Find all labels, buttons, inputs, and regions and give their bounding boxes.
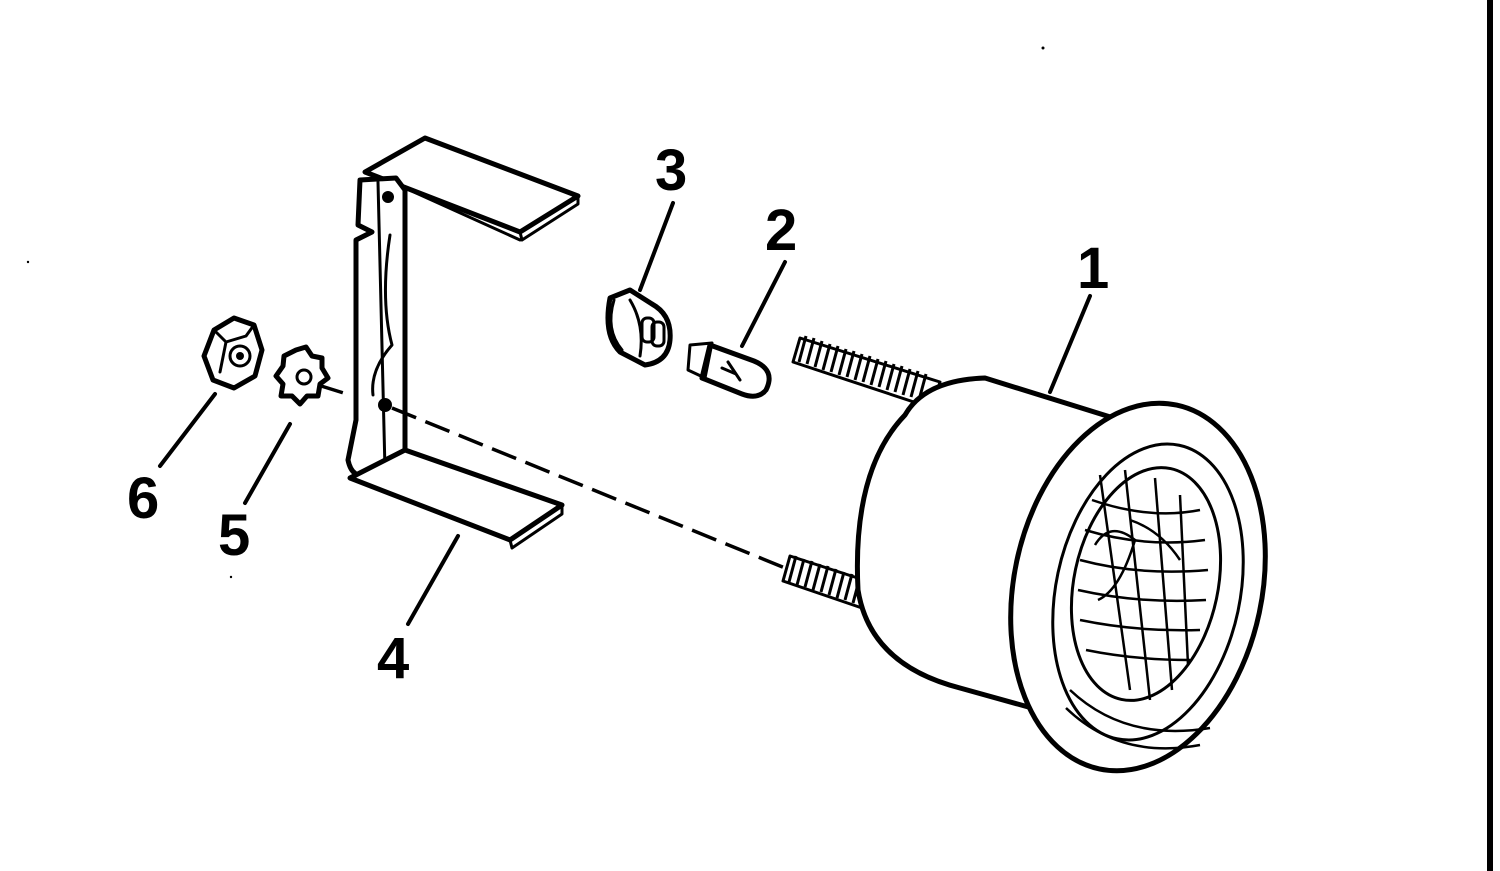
speck: [26, 260, 30, 264]
leader-2: [740, 260, 787, 348]
gauge-face: [1069, 466, 1223, 702]
callout-5: 5: [218, 503, 250, 568]
part-5-lock-washer: [273, 344, 331, 407]
leader-6: [158, 392, 217, 468]
leader-4: [406, 534, 460, 626]
callout-4: 4: [377, 626, 409, 691]
speck: [1041, 46, 1045, 50]
part-1-gauge: [781, 335, 1268, 774]
callout-2: 2: [765, 198, 797, 263]
bulb-envelope: [699, 342, 772, 399]
leader-3: [638, 201, 675, 292]
gauge-lens-reflection: [1065, 469, 1211, 750]
leader-lines: [158, 201, 1092, 626]
lower-stud: [781, 554, 872, 610]
leader-5: [243, 422, 292, 505]
callout-3: 3: [655, 138, 687, 203]
gauge-face-rim: [1051, 442, 1245, 742]
speck: [229, 575, 233, 579]
part-2-bulb: [686, 341, 772, 399]
bracket-back-plate: [345, 175, 408, 479]
leader-1: [1048, 294, 1092, 394]
bulb-base: [686, 341, 714, 380]
assembly-center-line-short: [317, 383, 351, 397]
bulb-filament: [720, 360, 742, 382]
part-3-socket: [605, 287, 673, 368]
part-4-bracket: [345, 135, 581, 550]
part-6-hex-nut: [201, 315, 265, 391]
callout-6: 6: [127, 466, 159, 531]
upper-stud: [791, 335, 942, 410]
callout-1: 1: [1077, 236, 1109, 301]
